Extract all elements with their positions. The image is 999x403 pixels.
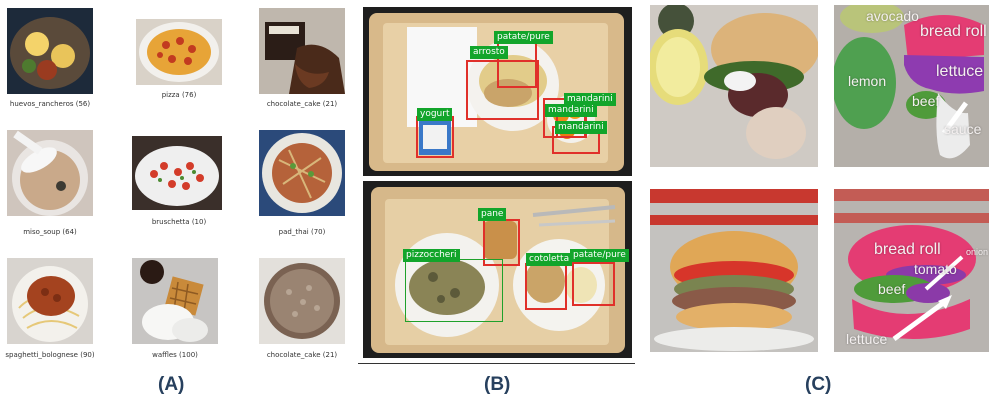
tag-yogurt: yogurt	[417, 108, 453, 121]
seg-label-avocado: avocado	[866, 8, 919, 24]
thumb-huevos-rancheros	[7, 8, 93, 94]
caption: chocolate_cake (21)	[266, 100, 338, 108]
segmentation-2: bread roll onion tomato beef lettuce	[834, 189, 989, 352]
seg-label-onion: onion	[966, 247, 989, 257]
caption: chocolate_cake (21)	[266, 351, 338, 359]
thumb-spaghetti-bolognese	[7, 258, 93, 344]
tag-pizzoccheri: pizzoccheri	[403, 249, 460, 262]
divider	[358, 363, 635, 364]
tag-patate-pure: patate/pure	[494, 31, 553, 44]
panel-a-label: (A)	[158, 374, 185, 395]
thumb-chocolate-cake	[259, 8, 345, 94]
seg-label-lemon: lemon	[848, 73, 887, 89]
panel-c-label: (C)	[805, 374, 832, 395]
thumb-bruschetta	[132, 136, 222, 210]
thumb-miso-soup	[7, 130, 93, 216]
thumb-pizza	[136, 19, 222, 85]
tag-mandarini: mandarini	[564, 93, 616, 106]
caption: pad_thai (70)	[278, 228, 326, 236]
tag-mandarini: mandarini	[545, 104, 597, 117]
seg-label-sauce: sauce	[944, 121, 982, 137]
caption: bruschetta (10)	[151, 218, 207, 226]
tag-cotoletta: cotoletta	[526, 253, 573, 266]
burger-photo-1	[650, 5, 818, 167]
seg-label-beef: beef	[878, 281, 906, 297]
thumb-chocolate-cake-2	[259, 258, 345, 344]
segmentation-1: avocado bread roll lemon lettuce beef sa…	[834, 5, 989, 167]
seg-label-bread-roll: bread roll	[920, 23, 987, 40]
seg-label-tomato: tomato	[914, 261, 957, 277]
seg-label-lettuce: lettuce	[936, 63, 984, 80]
thumb-waffles	[132, 258, 218, 344]
caption: miso_soup (64)	[23, 228, 77, 236]
seg-label-beef: beef	[912, 93, 940, 109]
caption: spaghetti_bolognese (90)	[5, 351, 95, 359]
seg-label-lettuce: lettuce	[846, 331, 888, 347]
tag-arrosto: arrosto	[470, 46, 508, 59]
caption: huevos_rancheros (56)	[9, 100, 91, 108]
tag-patate-pure: patate/pure	[570, 249, 629, 262]
thumb-pad-thai	[259, 130, 345, 216]
tag-mandarini: mandarini	[555, 121, 607, 134]
seg-label-bread-roll: bread roll	[874, 241, 941, 258]
panel-b-label: (B)	[484, 374, 511, 395]
tag-pane: pane	[478, 208, 507, 221]
burger-photo-2	[650, 189, 818, 352]
caption: waffles (100)	[152, 351, 198, 359]
caption: pizza (76)	[161, 91, 197, 99]
